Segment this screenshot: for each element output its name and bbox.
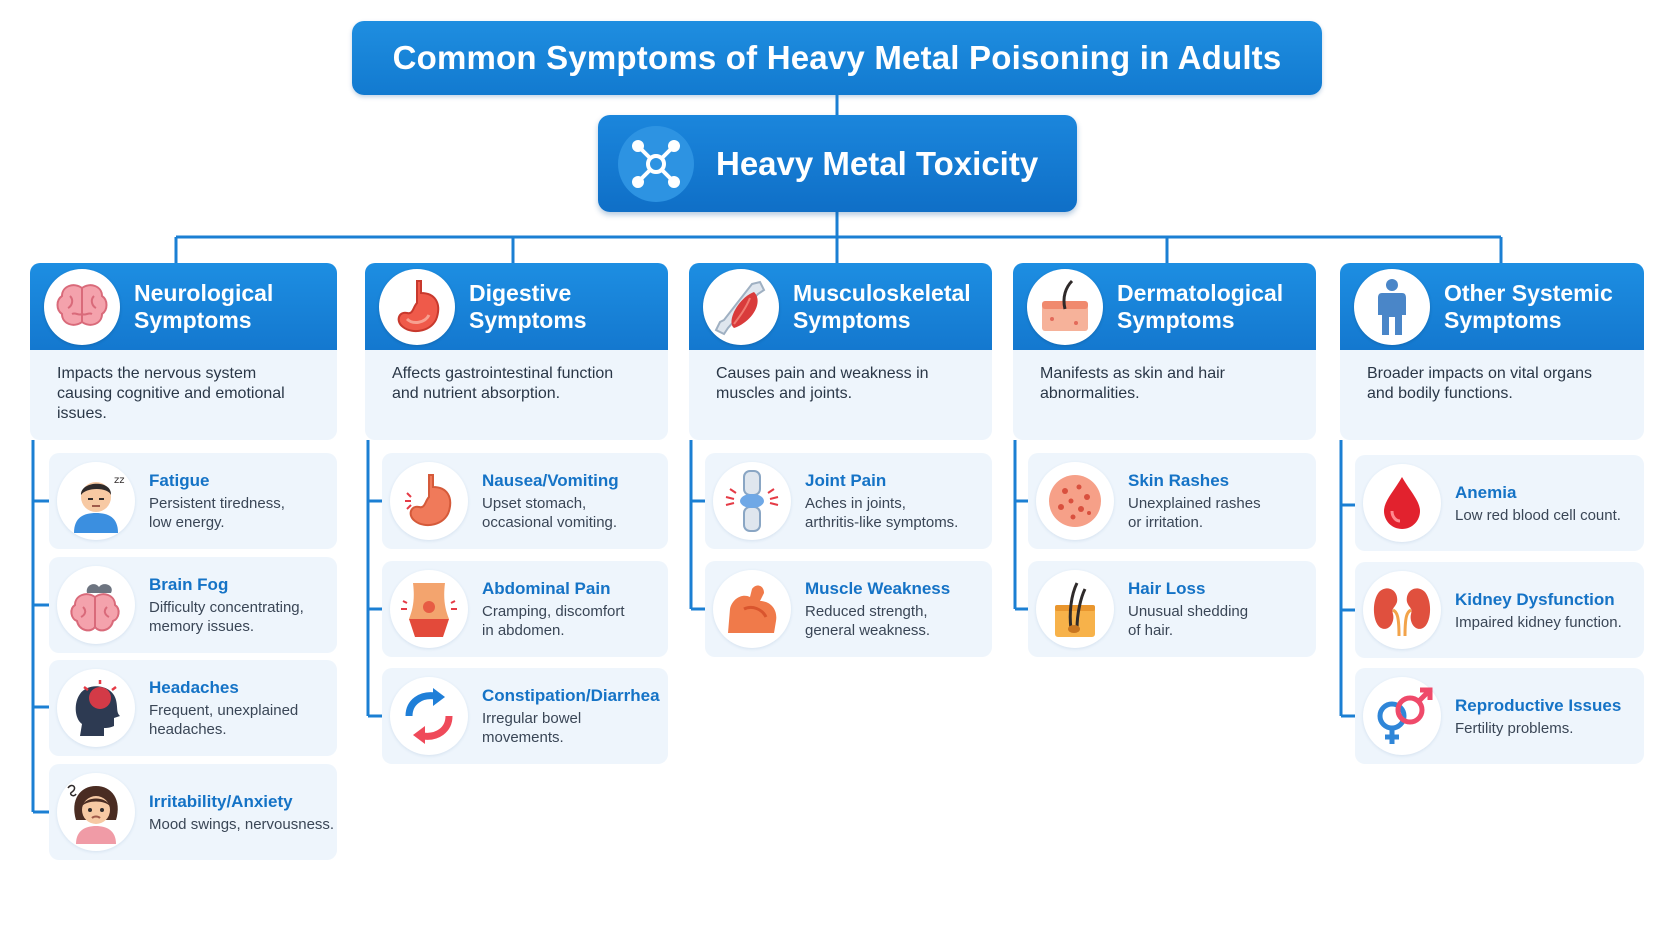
symptom-title: Headaches [149,678,239,697]
symptom-title: Abdominal Pain [482,579,611,598]
symptom-description: Cramping, discomfort in abdomen. [482,603,625,639]
head-pain-icon [57,669,135,747]
symptom-card-irritability-anxiety: Irritability/Anxiety Mood swings, nervou… [49,764,337,860]
category-title: Musculoskeletal Symptoms [793,279,971,333]
category-header: Musculoskeletal Symptoms [689,263,992,350]
hair-follicle-icon [1036,570,1114,648]
symptom-title: Fatigue [149,471,210,490]
flexed-arm-icon [713,570,791,648]
core-node: Heavy Metal Toxicity [598,115,1077,212]
category-description: Affects gastrointestinal function and nu… [365,350,668,440]
category-header: Dermatological Symptoms [1013,263,1316,350]
brain-icon [44,268,120,345]
category-header: Neurological Symptoms [30,263,337,350]
symptom-description: Upset stomach, occasional vomiting. [482,495,618,531]
symptom-card-kidney-dysfunction: Kidney Dysfunction Impaired kidney funct… [1355,562,1644,658]
category-neurological: Neurological Symptoms Impacts the nervou… [30,263,337,440]
muscle-bone-icon [703,268,779,345]
symptom-title: Nausea/Vomiting [482,471,619,490]
kidneys-icon [1363,571,1441,649]
stomach-icon [379,268,455,345]
category-other-systemic: Other Systemic Symptoms Broader impacts … [1340,263,1644,440]
symptom-description: Mood swings, nervousness. [149,815,335,833]
category-header: Digestive Symptoms [365,263,668,350]
symptom-title: Skin Rashes [1128,471,1230,490]
cloudy-brain-icon [57,566,135,644]
symptom-card-headaches: Headaches Frequent, unexplained headache… [49,660,337,756]
symptom-card-joint-pain: Joint Pain Aches in joints, arthritis-li… [705,453,992,549]
symptom-title: Muscle Weakness [805,579,951,598]
symptom-description: Low red blood cell count. [1455,506,1621,524]
category-musculoskeletal: Musculoskeletal Symptoms Causes pain and… [689,263,992,440]
symptom-description: Frequent, unexplained headaches. [149,702,299,738]
symptom-description: Reduced strength, general weakness. [805,603,931,639]
upset-stomach-icon [390,462,468,540]
symptom-description: Fertility problems. [1455,719,1574,737]
symptom-description: Irregular bowel movements. [482,710,582,746]
anxious-woman-icon [57,773,135,851]
molecule-network-icon [618,125,694,202]
symptom-title: Reproductive Issues [1455,695,1622,715]
category-description: Broader impacts on vital organs and bodi… [1340,350,1644,440]
abdomen-pain-icon [390,570,468,648]
symptom-card-brain-fog: Brain Fog Difficulty concentrating, memo… [49,557,337,653]
blood-drop-icon [1363,464,1441,542]
symptom-description: Aches in joints, arthritis-like symptoms… [805,495,959,531]
rash-icon [1036,462,1114,540]
symptom-card-hair-loss: Hair Loss Unusual shedding of hair. [1028,561,1316,657]
svg-text:zz: zz [114,475,125,486]
symptom-description: Unusual shedding of hair. [1128,603,1249,639]
core-label: Heavy Metal Toxicity [716,144,1039,182]
symptom-description: Persistent tiredness, low energy. [149,495,285,531]
category-title: Neurological Symptoms [134,279,274,333]
skin-hair-icon [1027,268,1103,345]
category-dermatological: Dermatological Symptoms Manifests as ski… [1013,263,1316,440]
symptom-card-fatigue: zz Fatigue Persistent tiredness, low ene… [49,453,337,549]
symptom-card-abdominal-pain: Abdominal Pain Cramping, discomfort in a… [382,561,668,657]
symptom-title: Constipation/Diarrhea [482,686,660,705]
cycle-arrows-icon [390,677,468,755]
symptom-title: Brain Fog [149,575,229,594]
category-title: Dermatological Symptoms [1117,279,1284,333]
category-digestive: Digestive Symptoms Affects gastrointesti… [365,263,668,440]
tired-man-icon: zz [57,462,135,540]
symptom-title: Joint Pain [805,471,887,490]
category-description: Impacts the nervous system causing cogni… [30,350,337,440]
category-title: Other Systemic Symptoms [1444,279,1613,333]
symptom-title: Kidney Dysfunction [1455,589,1615,609]
symptom-description: Impaired kidney function. [1455,613,1622,631]
human-body-icon [1354,268,1430,345]
symptom-description: Unexplained rashes or irritation. [1128,495,1261,531]
symptom-card-reproductive-issues: Reproductive Issues Fertility problems. [1355,668,1644,764]
category-description: Manifests as skin and hair abnormalities… [1013,350,1316,440]
symptom-card-muscle-weakness: Muscle Weakness Reduced strength, genera… [705,561,992,657]
category-title: Digestive Symptoms [469,279,587,333]
category-header: Other Systemic Symptoms [1340,263,1644,350]
symptom-card-constipation-diarrhea: Constipation/Diarrhea Irregular bowel mo… [382,668,668,764]
gender-symbols-icon [1363,677,1441,755]
symptom-title: Hair Loss [1128,579,1206,598]
symptom-card-nausea-vomiting: Nausea/Vomiting Upset stomach, occasiona… [382,453,668,549]
symptom-card-anemia: Anemia Low red blood cell count. [1355,455,1644,551]
symptom-title: Irritability/Anxiety [149,791,293,811]
symptom-description: Difficulty concentrating, memory issues. [149,599,304,635]
knee-joint-icon [713,462,791,540]
diagram-title: Common Symptoms of Heavy Metal Poisoning… [352,21,1322,95]
category-description: Causes pain and weakness in muscles and … [689,350,992,440]
symptom-title: Anemia [1455,482,1517,502]
symptom-card-skin-rashes: Skin Rashes Unexplained rashes or irrita… [1028,453,1316,549]
